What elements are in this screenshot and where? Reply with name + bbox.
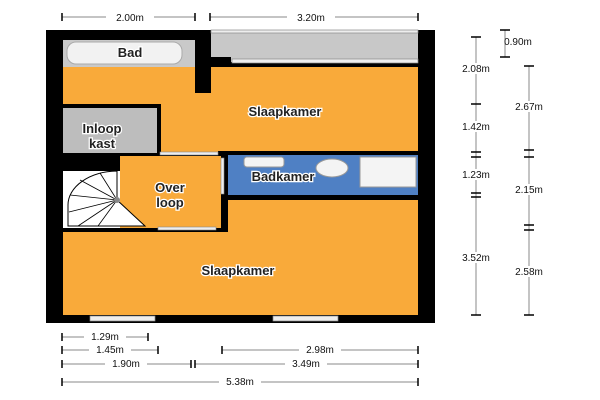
stair-post: [114, 197, 120, 203]
dimension-label: 2.98m: [306, 345, 334, 356]
dimension-label: 1.23m: [462, 170, 490, 181]
dimension-label: 3.52m: [462, 253, 490, 264]
dimension-top-1: 2.00m: [61, 11, 196, 24]
dimension-label: 1.42m: [462, 122, 490, 133]
dimension-label: 0.90m: [504, 37, 532, 48]
stair-treads: [68, 172, 118, 227]
roof-area: [211, 30, 418, 62]
bathtub: [66, 41, 183, 65]
dimension-label: 2.58m: [515, 267, 543, 278]
room-overloop: [120, 156, 221, 228]
room-label-over: Over: [155, 180, 185, 195]
room-label-loop: loop: [156, 195, 183, 210]
chimney-wall: [195, 57, 211, 93]
room-label-badkamer: Badkamer: [252, 169, 315, 184]
room-label-slaapkamer-top: Slaapkamer: [249, 104, 322, 119]
sink: [243, 156, 285, 168]
dimension-label: 1.29m: [91, 332, 119, 343]
dimension-label: 3.20m: [297, 13, 325, 24]
window-bottom-right: [272, 315, 339, 322]
wall-segment: [195, 57, 231, 65]
toilet: [315, 158, 349, 178]
window-roof-top: [210, 29, 419, 34]
dimension-right-col2: 2.67m 2.15m 2.58m: [508, 65, 550, 316]
shower: [359, 156, 417, 188]
dimension-top-2: 3.20m: [209, 11, 419, 24]
dimension-label: 1.90m: [112, 359, 140, 370]
room-label-inloop: Inloop: [83, 121, 122, 136]
door-overloop-bottom: [157, 226, 217, 231]
door-overloop-top: [159, 151, 219, 156]
dimension-label: 2.67m: [515, 102, 543, 113]
door-badkamer: [220, 157, 225, 195]
dimension-label: 3.49m: [292, 359, 320, 370]
room-slaapkamer-bottom-ext: [227, 197, 418, 207]
wall-badkamer-bottom: [218, 195, 418, 200]
dimension-right-col1: 0.90m 2.08m 1.42m 1.23m 3.52m: [455, 29, 532, 316]
dimension-label: 5.38m: [226, 377, 254, 388]
dimension-label: 2.00m: [116, 13, 144, 24]
dimension-label: 1.45m: [96, 345, 124, 356]
room-label-slaapkamer-bottom: Slaapkamer: [202, 263, 275, 278]
dimension-bottom: 1.29m 1.45m 2.98m 1.90m 3.49m 5.38m: [61, 331, 419, 388]
room-label-kast: kast: [89, 136, 116, 151]
dimension-label: 2.15m: [515, 185, 543, 196]
window-bottom-left: [89, 315, 156, 322]
dimension-label: 2.08m: [462, 64, 490, 75]
room-label-bad: Bad: [118, 45, 143, 60]
window-roof: [231, 58, 419, 64]
